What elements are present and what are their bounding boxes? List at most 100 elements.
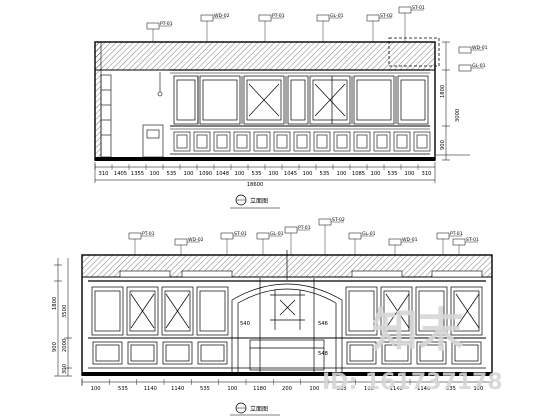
dimension-label: 1048 (216, 171, 229, 177)
dado-panel (162, 341, 193, 365)
dado-panel-inner (416, 134, 428, 149)
dimension-label: 535 (167, 171, 177, 177)
wall-panel (353, 75, 395, 125)
dimension-label: 100 (150, 171, 160, 177)
dado-panel (127, 341, 158, 365)
dimension-label: 1140 (171, 386, 184, 392)
dimension-label: 100 (227, 386, 237, 392)
watermark: 知末 ID: 161737178 (322, 303, 503, 395)
material-tag-box (258, 14, 272, 22)
dimension-label: 1800 (52, 297, 58, 310)
material-tag-label: GL-01 (472, 63, 486, 69)
wall-panel (345, 286, 378, 336)
elevation-b-floor-slab (82, 372, 492, 376)
material-tag-label: ST-01 (412, 5, 425, 11)
dado-panel-inner (454, 344, 479, 362)
material-tag-box (458, 46, 472, 54)
dimension-label: 100 (269, 171, 279, 177)
watermark-brand: 知末 (372, 303, 464, 357)
dado-panel (173, 131, 191, 152)
dado-panel-inner (356, 134, 368, 149)
material-tag-label: PT-01 (142, 231, 155, 237)
dado-panel-inner (384, 344, 409, 362)
wall-panel (380, 286, 413, 336)
dado-panel (233, 131, 251, 152)
wall-panel-inner (290, 79, 306, 121)
material-tag-box (388, 238, 402, 246)
dado-panel-inner (276, 134, 288, 149)
material-tag-box (458, 64, 472, 72)
dado-panel-inner (396, 134, 408, 149)
dado-panel-inner (200, 344, 225, 362)
wall-panel (450, 286, 483, 336)
elevation-a-right-dim-3: 900 (440, 140, 446, 150)
wall-panel-inner (356, 79, 392, 121)
material-tag-label: PT-01 (298, 225, 311, 231)
material-tag-label: ST-02 (332, 217, 345, 223)
dado-panel (381, 341, 412, 365)
material-tag-box (316, 14, 330, 22)
dimension-label: 2000 (62, 339, 68, 352)
dado-panel (393, 131, 411, 152)
watermark-id: ID: 161737178 (322, 370, 503, 395)
dimension-label: 1355 (131, 171, 144, 177)
material-tag-box (284, 226, 298, 234)
dado-panel (346, 341, 377, 365)
elevation-b-title: 立面图 (250, 405, 268, 413)
dado-panel (451, 341, 482, 365)
wall-panel (199, 75, 241, 125)
dado-panel (273, 131, 291, 152)
wall-panel-inner (453, 290, 480, 332)
dimension-label: 900 (52, 342, 58, 352)
dimension-label: 100 (364, 386, 374, 392)
wall-panel (173, 75, 199, 125)
dado-panel (293, 131, 311, 152)
dado-panel (197, 341, 228, 365)
dimension-label: 300 (62, 364, 68, 374)
wall-panel-inner (348, 290, 375, 332)
dimension-label: 535 (388, 171, 398, 177)
dimension-label: 1140 (144, 386, 157, 392)
elevation-a-lower-panels (173, 131, 431, 152)
elevation-b-left-dimensions (54, 258, 72, 377)
wall-panel-inner (129, 290, 156, 332)
dado-panel-inner (95, 344, 120, 362)
dado-panel (373, 131, 391, 152)
dimension-label: 100 (303, 171, 313, 177)
dado-panel-inner (336, 134, 348, 149)
dimension-label: 535 (252, 171, 262, 177)
dado-panel (193, 131, 211, 152)
dado-panel (353, 131, 371, 152)
material-tag-label: WD-02 (188, 237, 204, 243)
material-tag-label: PT-01 (272, 13, 285, 19)
dado-panel-inner (176, 134, 188, 149)
wall-panel-inner (400, 79, 426, 121)
wall-panel (397, 75, 429, 125)
dado-panel (213, 131, 231, 152)
material-tag-label: GL-01 (330, 13, 344, 19)
dimension-label: 100 (371, 171, 381, 177)
material-tag-box (436, 232, 450, 240)
material-tag-label: PT-01 (450, 231, 463, 237)
material-tag-label: GL-01 (362, 231, 376, 237)
dimension-label: 200 (282, 386, 292, 392)
material-tag-label: PT-01 (160, 21, 173, 27)
dimension-label: 1180 (253, 386, 266, 392)
wall-panel-inner (94, 290, 121, 332)
arch-callout-label: 548 (318, 351, 328, 357)
dimension-label: 310 (422, 171, 432, 177)
elevation-b-arch-feature (231, 250, 343, 372)
dado-panel-inner (196, 134, 208, 149)
dado-panel-inner (419, 344, 444, 362)
material-tag-box (366, 14, 380, 22)
dimension-label: 535 (446, 386, 456, 392)
material-tag-label: WD-02 (214, 13, 230, 19)
dimension-label: 1405 (114, 171, 127, 177)
dimension-label: 535 (118, 386, 128, 392)
